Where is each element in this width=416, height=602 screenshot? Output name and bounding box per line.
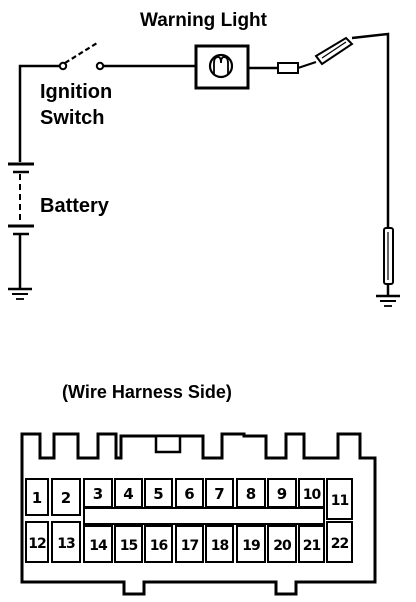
terminal-cavity-5: [144, 478, 173, 508]
inline-connector-icon: [277, 36, 354, 74]
ignition-switch-icon: [58, 42, 105, 71]
terminal-label-21: 21: [303, 538, 321, 554]
terminal-cavity-9: [267, 478, 297, 508]
terminal-cavity-16: [144, 525, 173, 563]
terminal-label-20: 20: [273, 538, 292, 554]
ignition-label-line1: Ignition: [40, 81, 112, 103]
ignition-label-line2: Switch: [40, 107, 104, 129]
terminal-label-11: 11: [331, 493, 349, 509]
terminal-label-6: 6: [184, 485, 194, 503]
terminal-cavity-1: [25, 478, 49, 516]
terminal-cavity-21: [298, 525, 325, 563]
terminal-label-14: 14: [89, 538, 108, 554]
terminal-cavity-2: [51, 478, 81, 516]
terminal-label-7: 7: [214, 485, 224, 503]
terminal-label-1: 1: [32, 489, 42, 507]
terminal-cavity-10: [298, 478, 325, 508]
left-wire: [18, 64, 60, 162]
terminal-label-3: 3: [93, 485, 103, 503]
terminal-cavity-13: [51, 521, 81, 563]
terminal-label-4: 4: [123, 485, 133, 503]
connector-caption: (Wire Harness Side): [62, 382, 232, 402]
terminal-label-10: 10: [303, 487, 322, 503]
terminal-cavity-18: [205, 525, 234, 563]
terminal-label-22: 22: [331, 536, 349, 552]
terminal-label-15: 15: [120, 538, 138, 554]
right-ground-icon: [376, 294, 400, 307]
terminal-cavity-22: [326, 521, 353, 563]
left-ground-icon: [8, 287, 32, 300]
terminal-label-2: 2: [61, 489, 71, 507]
terminal-label-12: 12: [28, 536, 46, 552]
terminal-label-17: 17: [181, 538, 199, 554]
terminal-cavity-7: [205, 478, 234, 508]
terminal-cavity-8: [236, 478, 266, 508]
terminal-label-16: 16: [150, 538, 168, 554]
terminal-label-8: 8: [246, 485, 256, 503]
terminal-cavity-11: [326, 478, 353, 520]
right-wire: [351, 32, 390, 228]
terminal-cavity-15: [114, 525, 143, 563]
test-probe-icon: [383, 227, 394, 296]
terminal-label-19: 19: [242, 538, 260, 554]
terminal-cavity-20: [267, 525, 297, 563]
terminal-label-5: 5: [153, 485, 163, 503]
terminal-cavity-4: [114, 478, 143, 508]
terminal-label-13: 13: [57, 536, 75, 552]
battery-icon: [8, 162, 34, 236]
warning-light-icon: [194, 44, 250, 90]
terminal-label-18: 18: [211, 538, 229, 554]
warning-light-label: Warning Light: [140, 10, 268, 31]
terminal-label-9: 9: [277, 485, 287, 503]
terminal-cavity-17: [175, 525, 204, 563]
terminal-cavity-3: [83, 478, 113, 508]
terminal-cavity-12: [25, 521, 49, 563]
terminal-cavity-19: [236, 525, 266, 563]
terminal-cavity-14: [83, 525, 113, 563]
circuit-schematic: Warning Light Ignition Switch Battery: [8, 10, 400, 307]
terminal-cavity-6: [175, 478, 204, 508]
battery-label: Battery: [40, 195, 110, 217]
